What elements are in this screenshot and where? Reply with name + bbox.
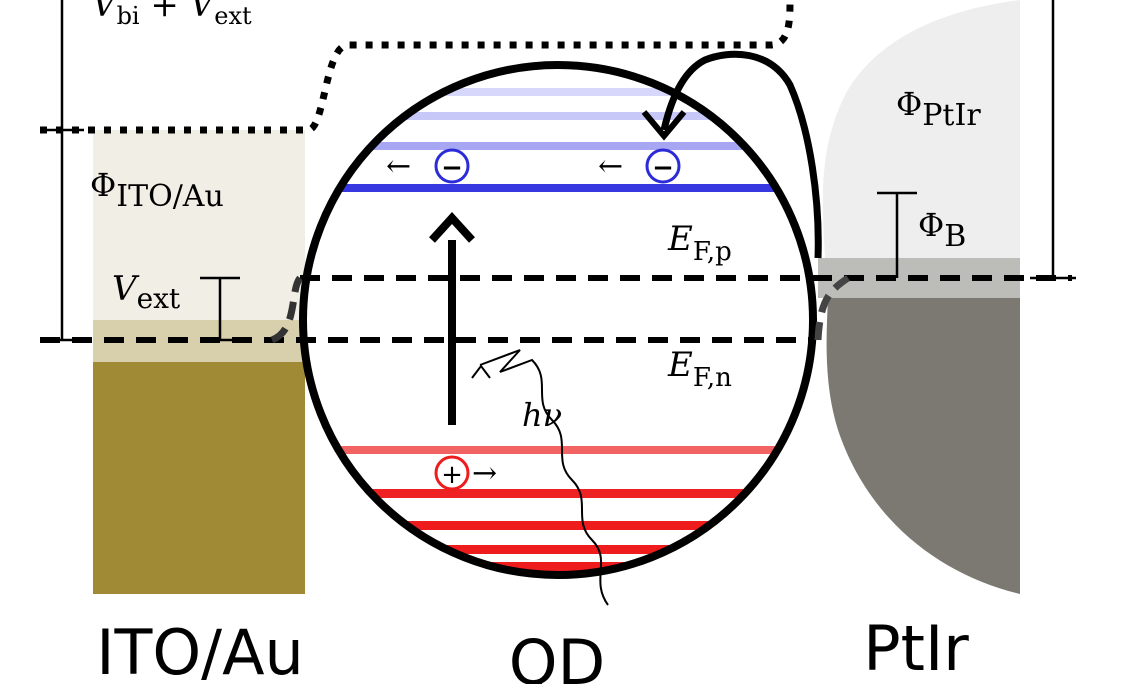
conduction-level	[303, 142, 813, 150]
electron-transfer-arrowhead	[641, 110, 687, 141]
electron-right-arrow: ←	[598, 149, 623, 184]
photon-arrowhead	[471, 364, 491, 379]
photon-wave-tail	[479, 365, 484, 430]
hole-arrow: →	[472, 456, 497, 491]
ptir-filled-region	[826, 298, 1020, 594]
conduction-level-lowest	[303, 184, 813, 192]
valence-level	[303, 521, 813, 530]
quantum-dot-outline	[299, 61, 817, 579]
label-phi-b: ΦB	[918, 206, 966, 254]
conduction-level	[303, 88, 813, 96]
photon-wave	[479, 349, 609, 606]
ptir-upper-light-region	[822, 0, 1020, 258]
electron-left: ← −	[386, 148, 470, 184]
right-band-bending	[814, 275, 850, 341]
electron-right: ← −	[598, 148, 681, 184]
label-vbi-plus-vext: Vbi + Vext	[92, 0, 252, 30]
electron-transfer-arrow	[660, 50, 822, 259]
conduction-level	[303, 112, 813, 120]
phi-b-bracket	[877, 191, 917, 278]
qd-energy-levels	[303, 88, 813, 571]
ito-filled-region	[93, 362, 305, 594]
valence-level	[303, 489, 813, 498]
label-qd: QD	[509, 626, 606, 684]
label-ito-au: ITO/Au	[96, 616, 304, 684]
valence-level-highest	[303, 446, 813, 454]
hole: + →	[434, 455, 497, 491]
excitation-arrow	[429, 212, 475, 425]
label-ef-p: EF,p	[667, 219, 732, 267]
label-v-ext: Vext	[112, 269, 181, 315]
v-ext-bracket	[200, 276, 240, 342]
label-ef-n: EF,n	[667, 345, 732, 393]
right-energy-bracket	[1030, 0, 1076, 280]
vacuum-level-dotted-line	[40, 0, 794, 134]
electron-left-symbol: −	[441, 153, 463, 183]
electron-left-arrow: ←	[386, 149, 411, 184]
electron-right-symbol: −	[652, 153, 674, 183]
label-ptir: PtIr	[863, 612, 969, 684]
left-energy-bracket	[40, 0, 84, 342]
valence-level	[303, 562, 813, 571]
left-band-bending	[270, 275, 304, 344]
ito-upper-light-region	[93, 130, 305, 320]
label-photon: hν	[522, 396, 562, 434]
label-phi-ito-au: ΦITO/Au	[90, 166, 224, 214]
valence-level	[303, 545, 813, 554]
hole-symbol: +	[441, 460, 463, 490]
label-phi-ptir: ΦPtIr	[896, 85, 981, 133]
